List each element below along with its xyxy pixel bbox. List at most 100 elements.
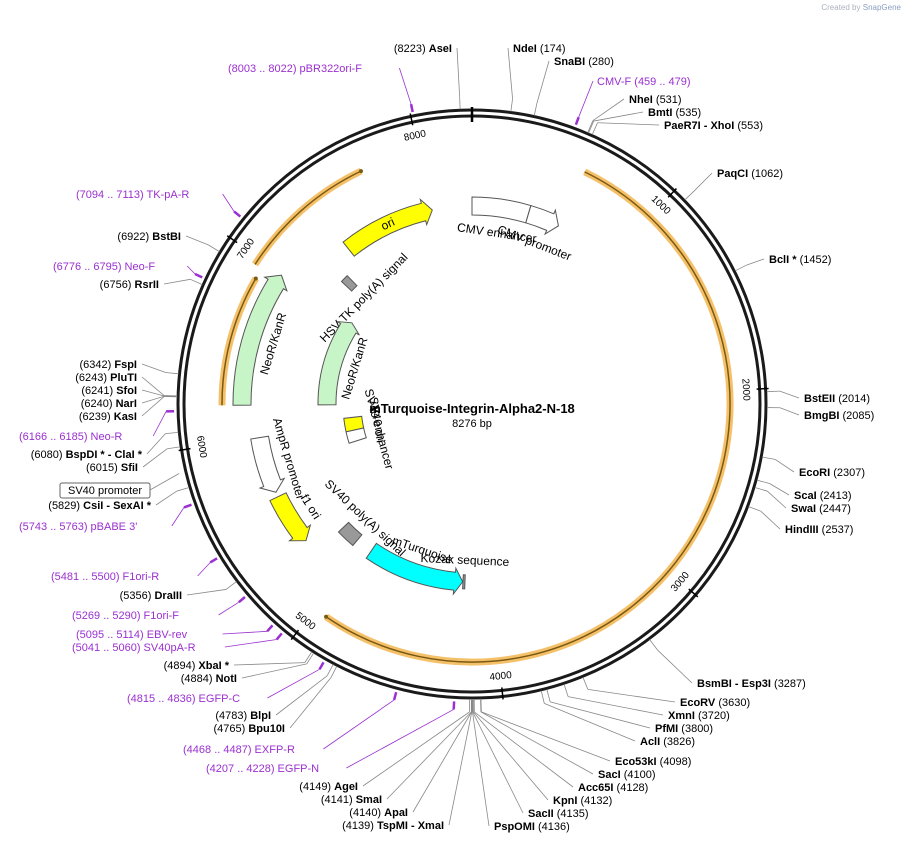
site-scai[interactable]: ScaI (2413): [756, 479, 852, 502]
site-number: (4783): [215, 710, 250, 722]
primer-leader: [186, 265, 196, 275]
site-label: (6080) BspDI * - ClaI *: [31, 449, 143, 461]
site-name: NdeI: [513, 43, 537, 55]
primer--5481-5500-f1ori-r[interactable]: (5481 .. 5500) F1ori-R: [51, 557, 218, 583]
site-paqci[interactable]: PaqCI (1062): [684, 168, 783, 201]
feature-mturquoise-11[interactable]: [365, 542, 464, 596]
primer--6776-6795-neo-f[interactable]: (6776 .. 6795) Neo-F: [53, 261, 203, 279]
primer--5095-5114-ebv-rev[interactable]: (5095 .. 5114) EBV-rev: [76, 624, 274, 641]
site-label: EcoRI (2307): [799, 467, 865, 479]
feature-neor-kanr-5[interactable]: [317, 321, 360, 406]
primer--4468-4487-exfp-r[interactable]: (4468 .. 4487) EXFP-R: [183, 691, 398, 756]
primer--4815-4836-egfp-c[interactable]: (4815 .. 4836) EGFP-C: [127, 661, 325, 705]
feature-label-hsv-tk-poly-a-signal-3: HSV TK poly(A) signal: [317, 250, 411, 345]
site-label: (6756) RsrII: [100, 279, 159, 291]
site-nhei[interactable]: NheI (531): [587, 94, 682, 133]
feature-cmv-promoter-2[interactable]: [525, 204, 559, 236]
primer--4207-4228-egfp-n[interactable]: (4207 .. 4228) EGFP-N: [206, 701, 456, 775]
feature-kozak-sequence-12[interactable]: [462, 574, 466, 590]
site-ecori[interactable]: EcoRI (2307): [762, 456, 865, 479]
site-ndei[interactable]: NdeI (174): [507, 43, 566, 112]
site-bspdi-clai-[interactable]: (6080) BspDI * - ClaI *: [31, 432, 179, 461]
site-blpi[interactable]: (4783) BlpI: [215, 664, 334, 722]
feature-sv40-poly-a-signal-10[interactable]: [337, 521, 363, 547]
site-label: ScaI (2413): [794, 490, 852, 502]
site-leader: [141, 395, 165, 404]
site-bstbi[interactable]: (6922) BstBI: [117, 231, 220, 252]
sv40-promoter-leader: [149, 473, 180, 491]
site-acc65i[interactable]: Acc65I (4128): [473, 698, 648, 794]
feature-sv40-enhancer-8[interactable]: [345, 427, 367, 444]
site-agei[interactable]: (4149) AgeI: [299, 698, 470, 793]
site-ecorv[interactable]: EcoRV (3630): [582, 677, 750, 709]
primer--5269-5290-f1ori-f[interactable]: (5269 .. 5290) F1ori-F: [72, 596, 246, 622]
feature-hsv-tk-poly-a-signal-3[interactable]: [340, 274, 358, 292]
feature-f1-ori-9[interactable]: [269, 492, 312, 542]
site-tick: [563, 684, 569, 697]
site-leader: [289, 677, 332, 729]
site-bcli-[interactable]: BclI * (1452): [735, 254, 831, 272]
site-rsrii[interactable]: (6756) RsrII: [100, 278, 203, 291]
primer-leader: [224, 639, 277, 648]
site-tspmi-xmai[interactable]: (4139) TspMI - XmaI: [342, 698, 473, 832]
site-bsmbi-esp3i[interactable]: BsmBI - Esp3I (3287): [649, 639, 806, 690]
site-hindiii[interactable]: HindIII (2537): [748, 506, 854, 536]
site-label: PspOMI (4136): [494, 821, 570, 833]
site-nari[interactable]: (6240) NarI: [81, 395, 178, 410]
site-pspomi[interactable]: PspOMI (4136): [472, 698, 570, 833]
primer--5743-5763-pbabe-3-[interactable]: (5743 .. 5763) pBABE 3': [19, 503, 192, 533]
site-tick: [225, 581, 237, 590]
site-xbai-[interactable]: (4894) XbaI *: [164, 651, 313, 672]
site-name: BstEII: [804, 393, 835, 405]
primer--8003-8022-pbr322ori-f[interactable]: (8003 .. 8022) pBR322ori-F: [228, 63, 414, 113]
primer--6166-6185-neo-r[interactable]: (6166 .. 6185) Neo-R: [19, 409, 175, 443]
site-swai[interactable]: SwaI (2447): [754, 487, 851, 515]
primer--5041-5060-sv40pa-r[interactable]: (5041 .. 5060) SV40pA-R: [72, 632, 283, 654]
site-number: (4139): [342, 820, 377, 832]
primer--7094-7113-tk-pa-r[interactable]: (7094 .. 7113) TK-pA-R: [76, 189, 242, 218]
site-apai[interactable]: (4140) ApaI: [349, 698, 472, 819]
primer-label: (4815 .. 4836) EGFP-C: [127, 693, 240, 705]
feature-cmv-enhancer-1[interactable]: [471, 196, 532, 224]
site-kasi[interactable]: (6239) KasI: [79, 396, 178, 423]
feature-ori-0[interactable]: [342, 197, 433, 257]
site-xmni[interactable]: XmnI (3720): [563, 684, 730, 722]
site-sfoi[interactable]: (6241) SfoI: [81, 385, 178, 397]
site-bsteii[interactable]: BstEII (2014): [766, 390, 870, 405]
site-acli[interactable]: AclI (3826): [540, 690, 695, 748]
feature-sv40-ori-7[interactable]: [343, 415, 365, 433]
site-label: (6015) SfiI: [86, 462, 138, 474]
site-bmgbi[interactable]: BmgBI (2085): [766, 407, 874, 422]
site-leader: [779, 390, 800, 399]
site-leader: [592, 98, 625, 122]
primer-leader: [152, 411, 167, 437]
site-saci[interactable]: SacI (4100): [480, 698, 656, 781]
site-bpu10i[interactable]: (4765) Bpu10I: [213, 666, 338, 735]
site-snabi[interactable]: SnaBI (280): [533, 56, 614, 116]
site-fspi[interactable]: (6342) FspI: [80, 359, 179, 375]
site-kpni[interactable]: KpnI (4132): [472, 698, 612, 807]
primer-cmv-f-459-479-[interactable]: CMV-F (459 .. 479): [574, 76, 691, 126]
site-noti[interactable]: (4884) NotI: [181, 652, 315, 685]
feature-label-ori-0: ori: [379, 215, 397, 233]
site-pfmi[interactable]: PfMI (3800): [546, 689, 713, 735]
feature-ampr-promoter-6[interactable]: [250, 435, 286, 493]
site-name: BmgBI: [804, 410, 839, 422]
site-name: BsmBI - Esp3I: [697, 678, 771, 690]
site-csii-sexai-[interactable]: (5829) CsiI - SexAI *: [48, 487, 190, 512]
site-leader: [186, 589, 227, 596]
site-pluti[interactable]: (6243) PluTI: [75, 372, 178, 397]
site-leader: [587, 688, 676, 703]
site-name: PspOMI: [494, 821, 535, 833]
site-bmti[interactable]: BmtI (535): [588, 107, 702, 134]
site-asei[interactable]: (8223) AseI: [394, 43, 461, 110]
site-sacii[interactable]: SacII (4135): [472, 698, 589, 820]
site-number: (4100): [621, 769, 656, 781]
site-draiii[interactable]: (5356) DraIII: [120, 581, 237, 602]
site-eco53ki[interactable]: Eco53kI (4098): [480, 698, 691, 768]
feature-neor-kanr-4[interactable]: [232, 274, 288, 406]
site-sfii[interactable]: (6015) SfiI: [86, 446, 181, 474]
site-tick: [176, 487, 190, 492]
site-paer7i-xhoi[interactable]: PaeR7I - XhoI (553): [591, 120, 763, 135]
